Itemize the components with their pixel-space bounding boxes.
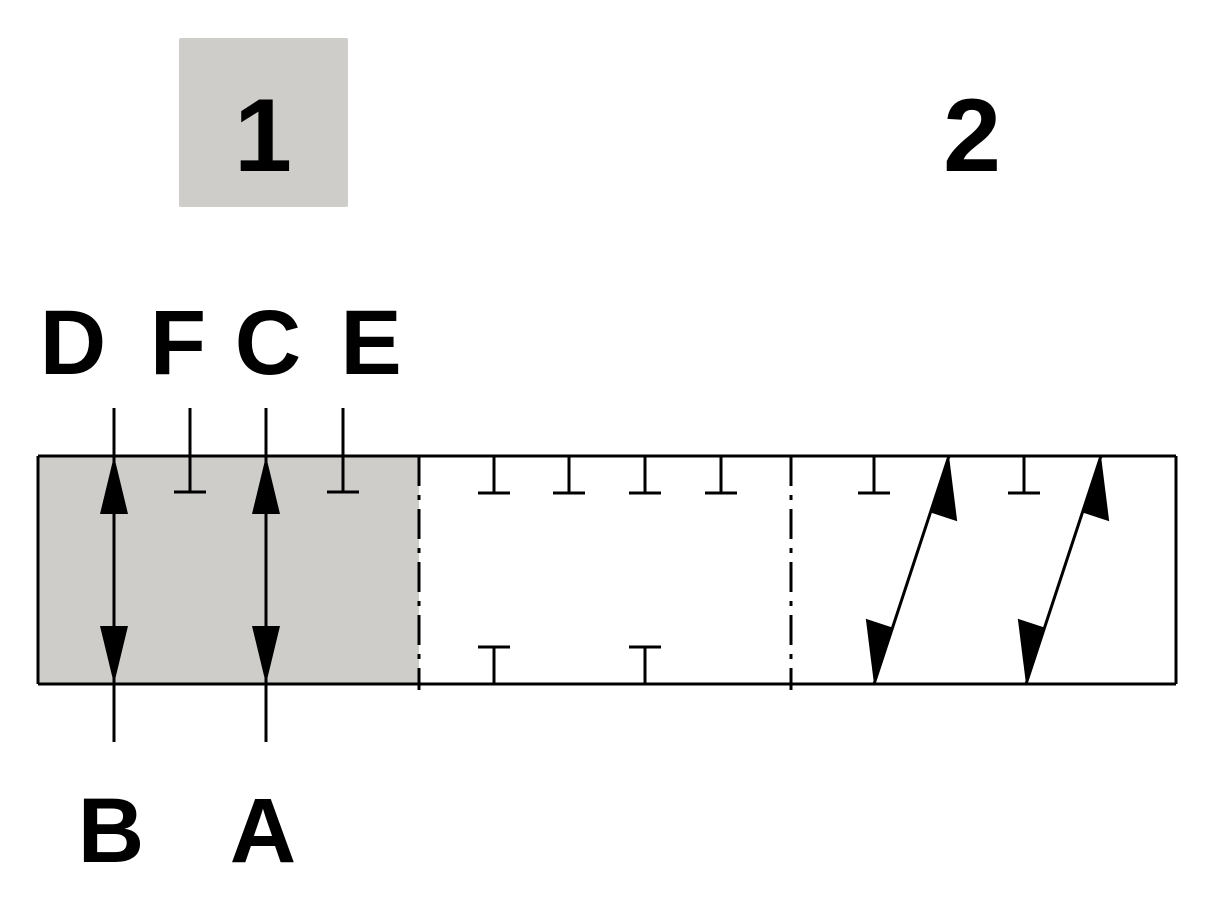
position-1-indicator-box [179, 38, 348, 207]
port-label-a: A [230, 780, 296, 882]
envelope-3-arrowhead-1-bottom [865, 618, 893, 684]
port-label-b: B [78, 780, 144, 882]
envelope-3-block-2 [1008, 456, 1040, 495]
envelope-1-arrowhead-c [252, 456, 280, 514]
port-label-f: F [150, 292, 206, 394]
envelope-3-block-1 [858, 456, 890, 495]
port-label-c: C [235, 292, 301, 394]
position-1-label: 1 [234, 78, 292, 194]
envelope-3-arrowhead-2-bottom [1017, 618, 1045, 684]
envelope-3-arrowhead-2-top [1082, 456, 1110, 522]
envelope-2-block-bottom-2 [629, 645, 661, 684]
envelope-2-block-top-2 [553, 456, 585, 495]
position-2-label: 2 [943, 78, 1001, 194]
envelope-1-arrowhead-b [100, 626, 128, 684]
envelope-2-block-top-1 [478, 456, 510, 495]
envelope-2-block-bottom-1 [478, 645, 510, 684]
envelope-3-flow-line-1 [872, 455, 951, 685]
envelope-2-block-top-3 [629, 456, 661, 495]
envelope-1-block-f [174, 456, 206, 494]
envelope-1-arrowhead-a [252, 626, 280, 684]
port-label-d: D [40, 292, 106, 394]
envelope-1-block-e [327, 456, 359, 494]
envelope-3-arrowhead-1-top [930, 456, 958, 522]
envelope-1-fill [38, 456, 419, 684]
envelope-3-flow-line-2 [1024, 455, 1103, 685]
envelope-1-arrowhead-d [100, 456, 128, 514]
port-label-e: E [340, 292, 401, 394]
envelope-2-block-top-4 [705, 456, 737, 495]
